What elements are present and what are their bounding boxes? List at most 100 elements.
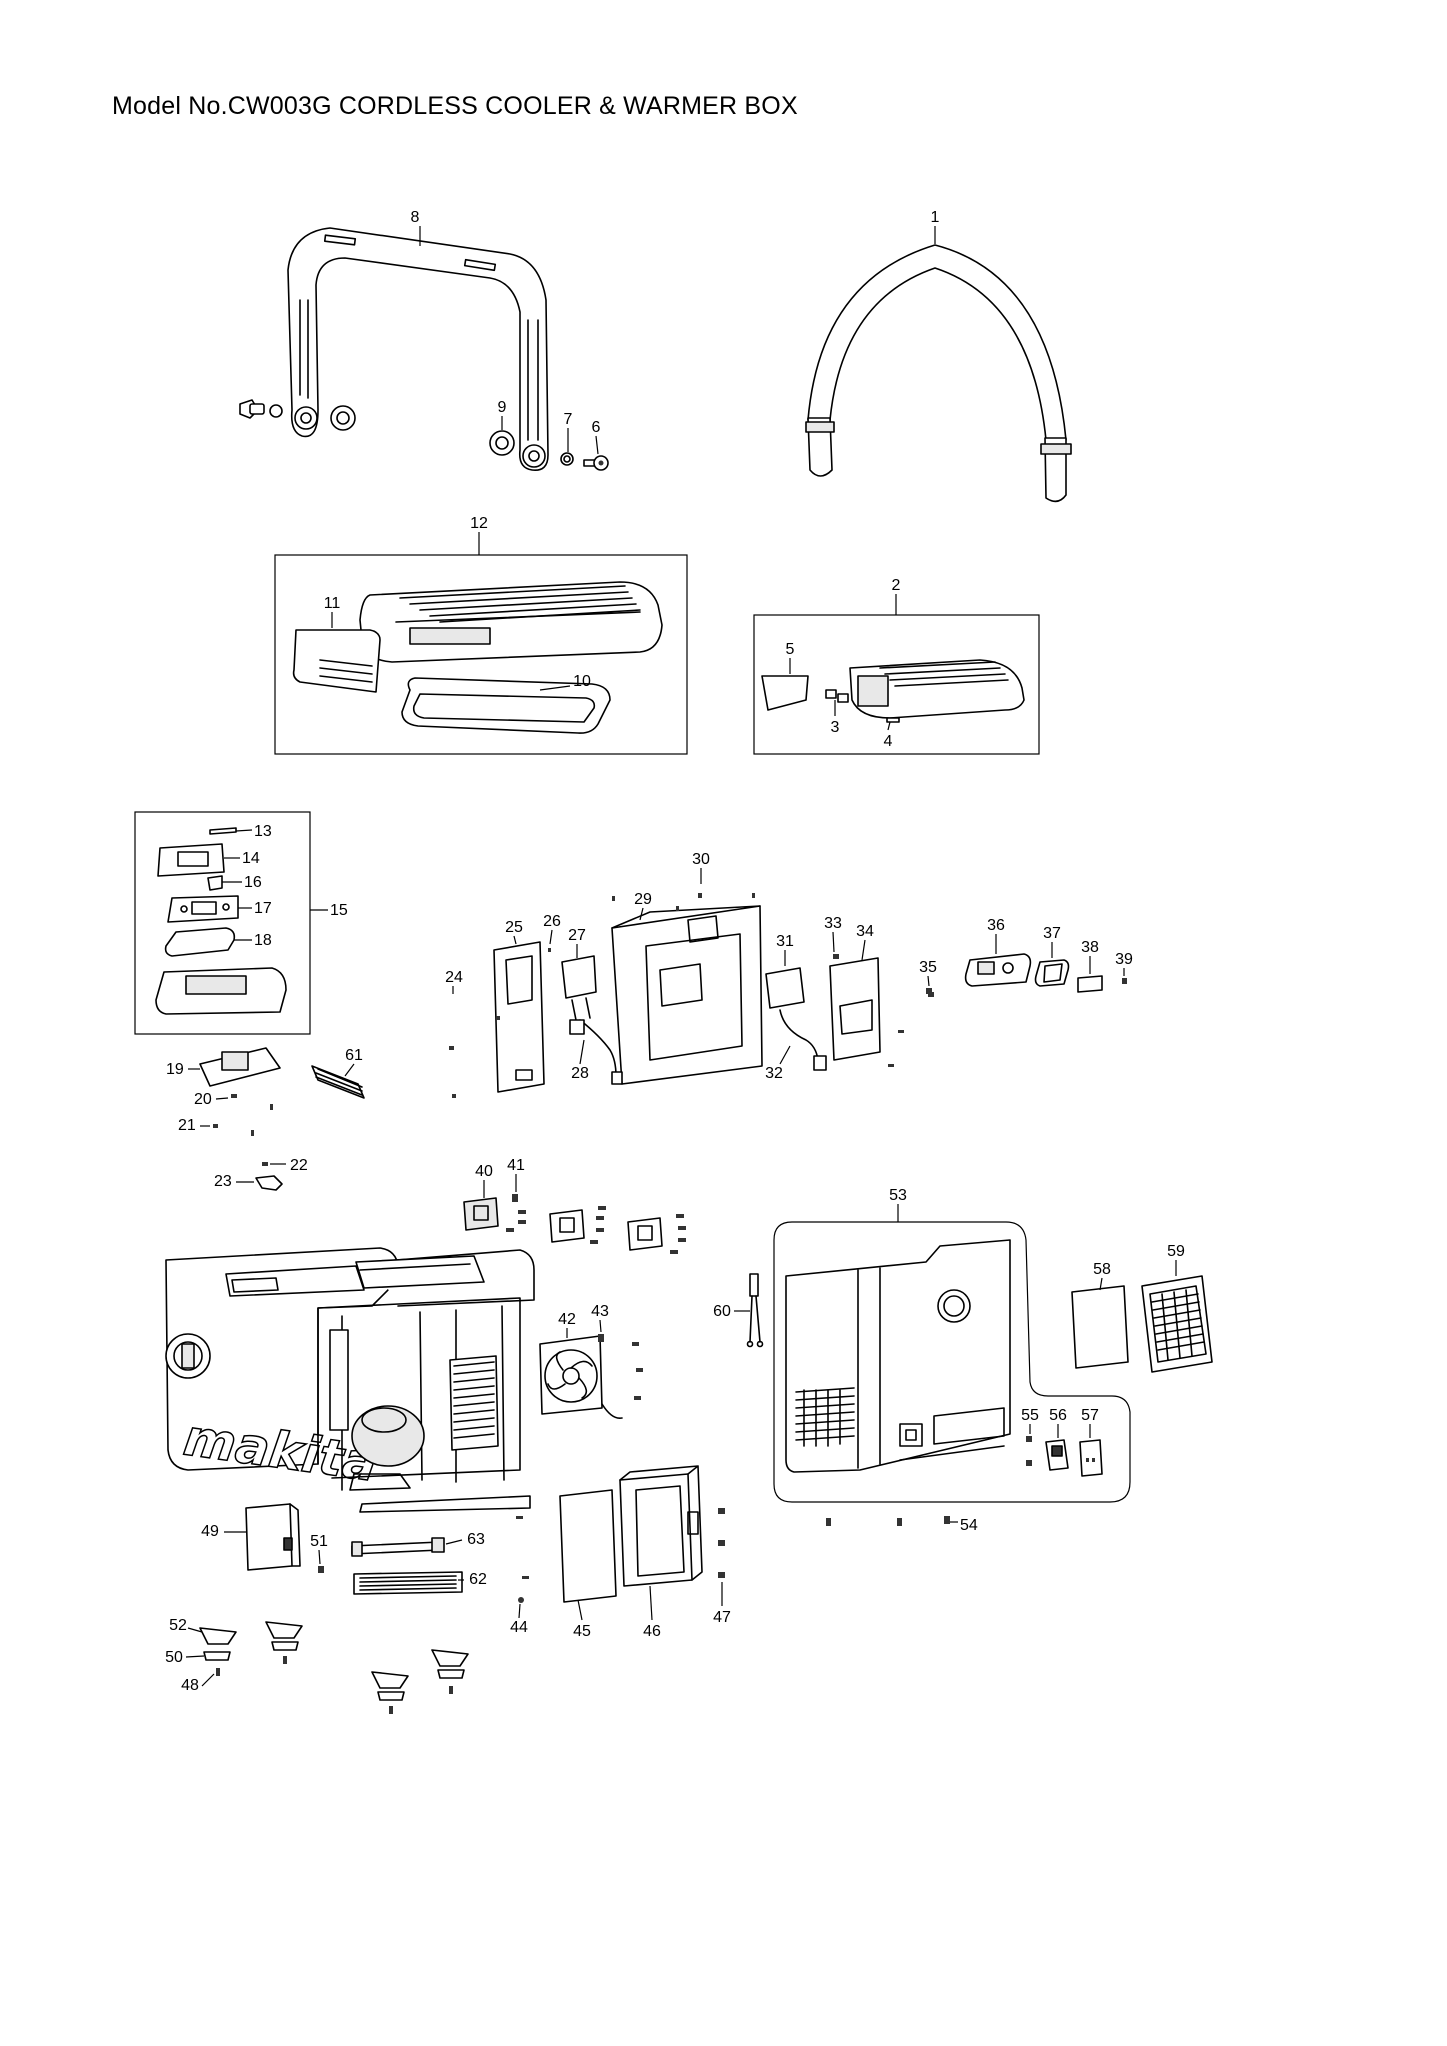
part-number-48: 48	[181, 1677, 199, 1694]
part-number-23: 23	[214, 1173, 232, 1190]
part-number-61: 61	[345, 1047, 363, 1064]
part-number-35: 35	[919, 959, 937, 976]
fan-part	[539, 1335, 623, 1420]
adapter-screw-part	[318, 1566, 324, 1573]
key-part	[207, 875, 223, 891]
lid-assembly-box	[274, 554, 688, 755]
part-number-11: 11	[324, 595, 341, 612]
bracket-part	[493, 941, 545, 1093]
part-number-32: 32	[765, 1065, 783, 1082]
part-number-6: 6	[592, 419, 601, 436]
part-number-29: 29	[634, 891, 652, 908]
lid-cover-part	[359, 581, 663, 663]
screw-part	[583, 455, 609, 471]
part-number-30: 30	[692, 851, 710, 868]
switch-plate-part	[1079, 1439, 1103, 1477]
collar-part	[560, 452, 574, 466]
part-number-52: 52	[169, 1617, 187, 1634]
part-number-41: 41	[507, 1157, 525, 1174]
part-number-33: 33	[824, 915, 842, 932]
part-number-47: 47	[713, 1609, 731, 1626]
part-number-50: 50	[165, 1649, 183, 1666]
part-number-37: 37	[1043, 925, 1061, 942]
wire-harness-part	[351, 1537, 445, 1557]
feet-part	[199, 1621, 469, 1689]
part-number-13: 13	[254, 823, 272, 840]
port-cover-part	[964, 953, 1032, 987]
hinge-screws-part	[506, 1194, 686, 1254]
part-number-36: 36	[987, 917, 1005, 934]
panel-housing-part	[155, 967, 287, 1015]
part-number-8: 8	[411, 209, 420, 226]
lid-gasket-part	[401, 677, 611, 734]
part-number-2: 2	[892, 577, 901, 594]
part-number-12: 12	[470, 515, 488, 532]
film-part	[209, 827, 237, 835]
control-board-part	[199, 1047, 281, 1087]
screws-part	[213, 1094, 273, 1136]
part-number-43: 43	[591, 1303, 609, 1320]
part-number-45: 45	[573, 1623, 591, 1640]
switch-board-part	[167, 895, 239, 923]
rear-cover-part	[785, 1239, 1011, 1473]
part-number-58: 58	[1093, 1261, 1111, 1278]
panel-gasket-part	[164, 927, 236, 957]
part-number-18: 18	[254, 932, 272, 949]
ribbon-cable-part	[311, 1065, 365, 1099]
brand-logo: makita	[180, 1408, 380, 1492]
part-number-54: 54	[960, 1517, 978, 1534]
part-number-21: 21	[178, 1117, 196, 1134]
fan-screws-part	[598, 1334, 643, 1400]
port-screws-part	[926, 978, 1127, 994]
battery-holder-part	[829, 957, 881, 1061]
part-number-62: 62	[469, 1571, 487, 1588]
part-number-1: 1	[931, 209, 940, 226]
part-number-14: 14	[242, 850, 260, 867]
part-number-57: 57	[1081, 1407, 1099, 1424]
handle-cap-part	[489, 430, 515, 456]
part-number-3: 3	[831, 719, 840, 736]
part-number-24: 24	[445, 969, 463, 986]
cover-latch-part	[761, 675, 809, 711]
cover-plate-part	[559, 1489, 617, 1603]
part-number-25: 25	[505, 919, 523, 936]
terminal-part	[765, 967, 827, 1071]
part-number-60: 60	[713, 1303, 731, 1320]
part-number-42: 42	[558, 1311, 576, 1328]
battery-cover-part	[849, 659, 1025, 719]
part-number-59: 59	[1167, 1243, 1185, 1260]
filter-part	[1071, 1285, 1129, 1369]
inner-frame-part	[611, 905, 763, 1085]
thermistor-part	[255, 1175, 283, 1191]
box-screws-part	[516, 1508, 725, 1603]
part-number-5: 5	[786, 641, 795, 658]
part-number-7: 7	[564, 411, 573, 428]
handle-part	[239, 227, 549, 472]
latch-part	[292, 629, 381, 693]
rear-screws-part	[826, 1516, 950, 1526]
part-number-63: 63	[467, 1531, 485, 1548]
foot-screws-part	[216, 1656, 453, 1714]
part-number-20: 20	[194, 1091, 212, 1108]
part-number-55: 55	[1021, 1407, 1039, 1424]
part-number-56: 56	[1049, 1407, 1067, 1424]
part-number-44: 44	[510, 1619, 528, 1636]
part-number-10: 10	[573, 673, 591, 690]
part-number-53: 53	[889, 1187, 907, 1204]
grille-part	[1141, 1275, 1213, 1373]
part-number-19: 19	[166, 1061, 184, 1078]
control-box-part	[619, 1465, 703, 1587]
battery-adapter-part	[245, 1503, 301, 1571]
shoulder-strap-part	[805, 244, 1072, 503]
part-number-16: 16	[244, 874, 262, 891]
tie-part	[746, 1273, 764, 1348]
page-title: Model No.CW003G CORDLESS COOLER & WARMER…	[112, 92, 798, 120]
part-number-28: 28	[571, 1065, 589, 1082]
part-number-51: 51	[310, 1533, 328, 1550]
part-number-15: 15	[330, 902, 348, 919]
part-number-4: 4	[884, 733, 893, 750]
pins-part	[449, 893, 934, 1098]
pin-part	[886, 717, 900, 723]
part-number-17: 17	[254, 900, 272, 917]
